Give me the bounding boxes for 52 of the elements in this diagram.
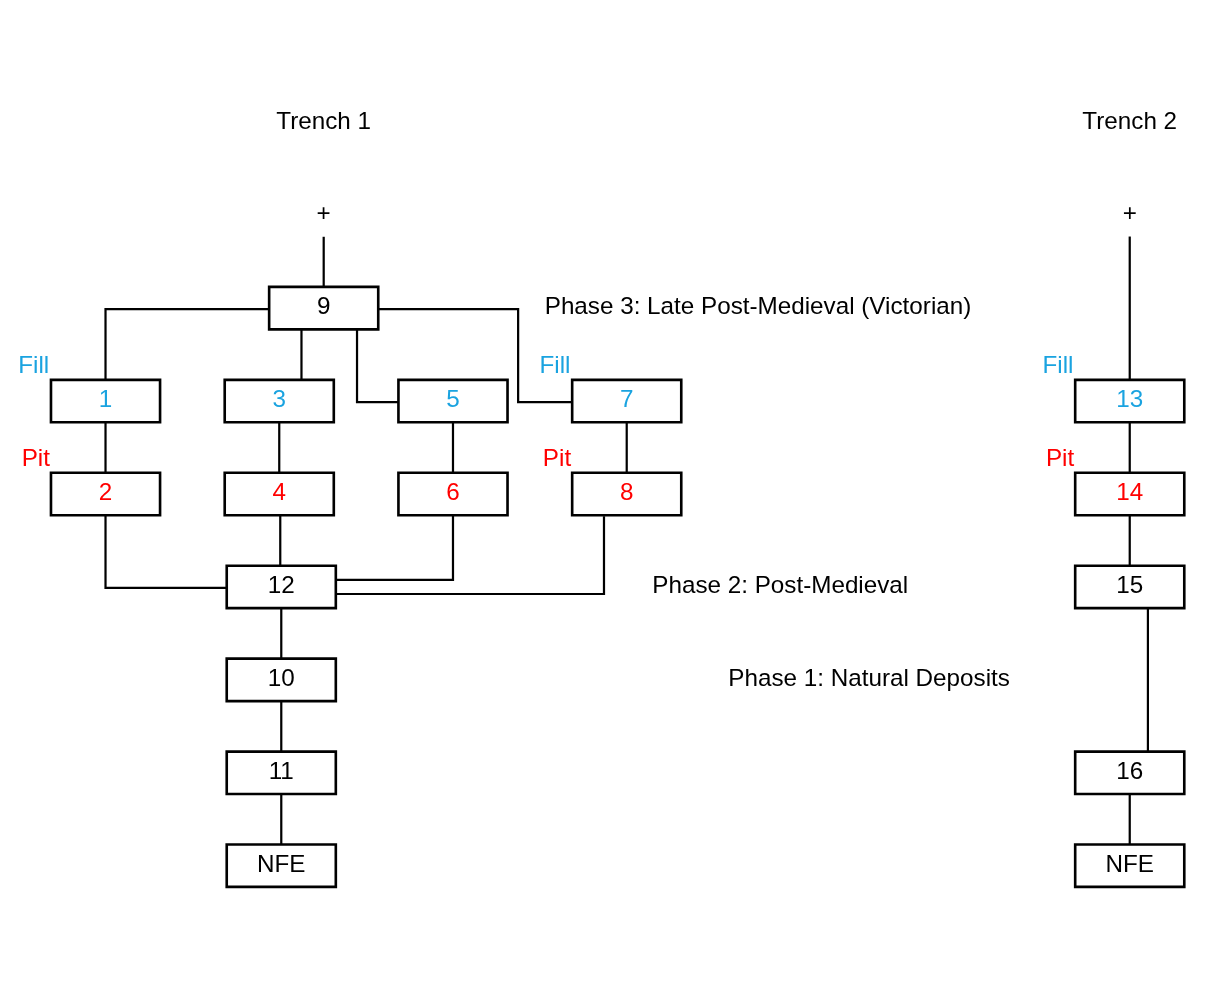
node-box: 16 [1073,749,1186,795]
connector [1128,236,1131,379]
label: Trench 2 [1082,106,1178,134]
node-text: + [316,198,331,226]
node-box: 2 [49,470,162,517]
node-box: 13 [1073,378,1186,424]
node-box: 9 [267,285,380,331]
connector [355,329,399,403]
connector [1128,422,1131,473]
connector [451,422,455,473]
node-label: Pit [1045,443,1075,471]
node-box: 11 [225,749,338,795]
connector [1128,793,1131,844]
node-label: Fill [18,350,50,378]
label: Phase 1: Natural Deposits [728,663,1010,691]
connector [104,515,227,589]
connector [625,422,628,473]
connector [280,700,283,751]
node-box: 10 [225,656,338,702]
node-box: NFE [225,842,338,888]
node-box: 1 [49,378,162,424]
node-box: 6 [397,470,509,517]
node-label: Fill [539,350,571,378]
node-label: Pit [542,443,572,471]
node-box: 12 [225,563,338,609]
connector [322,236,325,287]
node-box: 4 [223,470,336,517]
label: Trench 1 [276,106,372,134]
node-label: Fill [1042,350,1074,378]
connector [1146,607,1150,751]
node-box: NFE [1073,842,1186,888]
node-box: 8 [570,470,683,517]
connector [336,515,606,595]
node-label: Pit [21,443,50,471]
node-text: + [1122,198,1137,226]
connector [1128,515,1131,565]
connector [104,307,269,380]
connector [378,307,572,403]
label: Phase 2: Post-Medieval [652,570,909,598]
node-box: 5 [397,378,509,424]
node-box: 14 [1073,470,1186,517]
label: Phase 3: Late Post-Medieval (Victorian) [544,291,972,319]
node-box: 3 [223,378,336,424]
connector [280,608,283,658]
connector [300,329,303,380]
connector [279,515,282,565]
connector [104,422,107,473]
node-box: 15 [1073,563,1186,609]
node-box: 7 [570,378,683,424]
connector [336,515,455,581]
connector [280,793,283,844]
connector [278,422,281,473]
